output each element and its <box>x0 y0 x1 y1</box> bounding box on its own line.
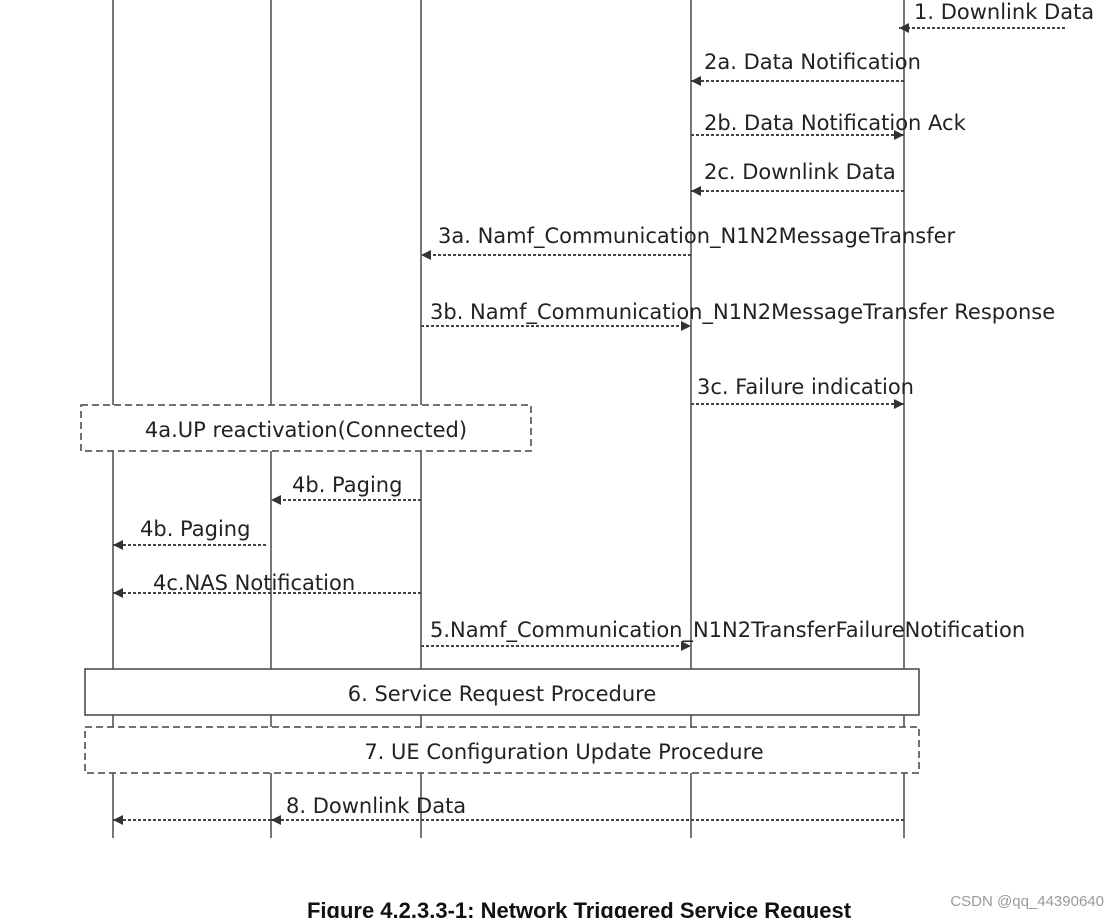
box-ue-config-update-label: 7. UE Configuration Update Procedure <box>364 740 763 764</box>
message-2a-label: 2a. Data Notification <box>704 50 921 74</box>
box-up-reactivation-label: 4a.UP reactivation(Connected) <box>145 418 467 442</box>
message-2b-data-notification-ack: 2b. Data Notification Ack <box>691 111 967 140</box>
message-4c-label: 4c.NAS Notification <box>153 571 355 595</box>
message-4b-paging-amf-to-ran: 4b. Paging <box>271 473 421 505</box>
message-5-label: 5.Namf_Communication_N1N2TransferFailure… <box>430 618 1025 643</box>
message-2b-label: 2b. Data Notification Ack <box>704 111 967 135</box>
box-up-reactivation: 4a.UP reactivation(Connected) <box>80 404 532 452</box>
message-3c-failure-indication: 3c. Failure indication <box>691 375 914 409</box>
box-service-request-procedure: 6. Service Request Procedure <box>84 668 920 716</box>
message-3b-n1n2-message-transfer-response: 3b. Namf_Communication_N1N2MessageTransf… <box>421 300 1055 331</box>
message-4b-label: 4b. Paging <box>292 473 402 497</box>
message-3b-label: 3b. Namf_Communication_N1N2MessageTransf… <box>430 300 1055 325</box>
message-3a-n1n2-message-transfer: 3a. Namf_Communication_N1N2MessageTransf… <box>421 224 956 260</box>
message-1-label: 1. Downlink Data <box>914 0 1094 24</box>
box-service-request-label: 6. Service Request Procedure <box>348 682 657 706</box>
message-2a-data-notification: 2a. Data Notification <box>691 50 921 86</box>
figure-caption: Figure 4.2.3.3-1: Network Triggered Serv… <box>307 898 852 918</box>
message-3a-label: 3a. Namf_Communication_N1N2MessageTransf… <box>438 224 956 249</box>
message-3c-label: 3c. Failure indication <box>697 375 914 399</box>
message-2c-label: 2c. Downlink Data <box>704 160 896 184</box>
message-2c-downlink-data: 2c. Downlink Data <box>691 160 904 196</box>
message-4c-nas-notification: 4c.NAS Notification <box>113 571 421 598</box>
message-8-label: 8. Downlink Data <box>286 794 466 818</box>
message-1-downlink-data: 1. Downlink Data <box>899 0 1094 33</box>
message-5-transfer-failure-notification: 5.Namf_Communication_N1N2TransferFailure… <box>421 618 1025 651</box>
message-8-downlink-data: 8. Downlink Data <box>113 794 904 825</box>
message-4b-ue-label: 4b. Paging <box>140 517 250 541</box>
message-4b-paging-ran-to-ue: 4b. Paging <box>113 517 266 550</box>
box-ue-configuration-update-procedure: 7. UE Configuration Update Procedure <box>84 726 920 774</box>
watermark: CSDN @qq_44390640 <box>950 893 1104 910</box>
